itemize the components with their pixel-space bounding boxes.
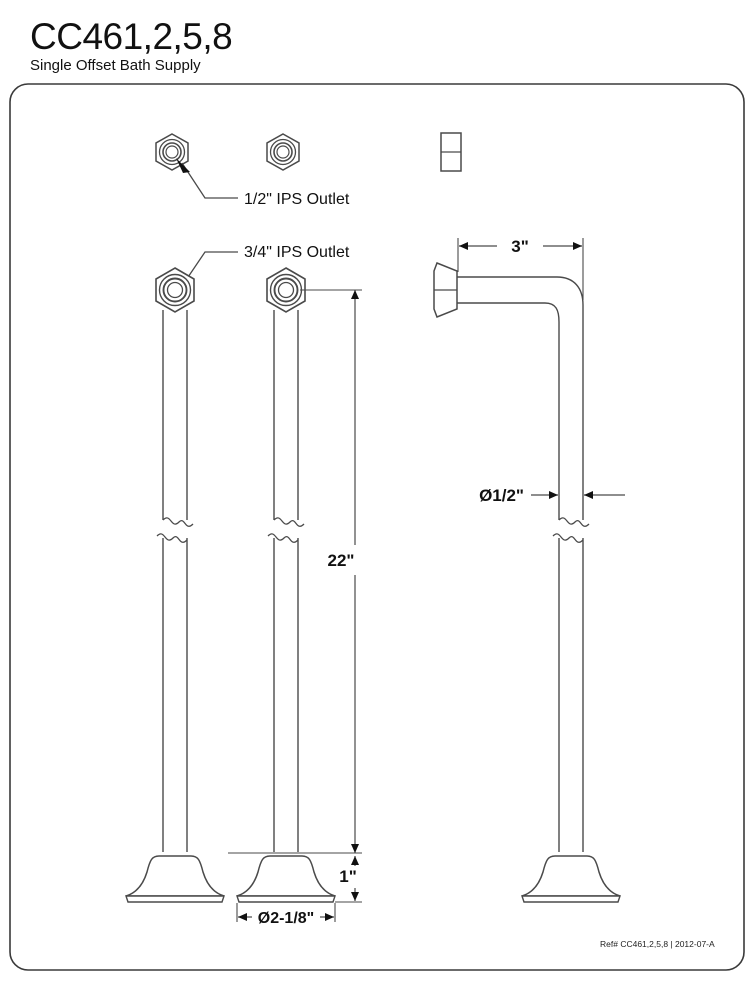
dimension-flange-height: 1"	[335, 856, 362, 903]
reference-label: Ref# CC461,2,5,8 | 2012-07-A	[600, 939, 715, 949]
supply-tube	[457, 276, 590, 852]
dimension-overall-height: 22"	[228, 289, 362, 854]
title-block: CC461,2,5,8 Single Offset Bath Supply	[30, 16, 530, 75]
nut-side-detail	[440, 132, 462, 172]
dimension-label-overall-height: 22"	[328, 551, 355, 570]
dimension-label-offset-length: 3"	[511, 237, 529, 256]
dimension-offset-length: 3"	[457, 237, 584, 300]
callout-label-half-ips: 1/2" IPS Outlet	[244, 191, 350, 208]
callout-half-ips: 1/2" IPS Outlet	[176, 158, 350, 208]
dimension-label-tube-diameter: Ø1/2"	[479, 486, 524, 505]
half-inch-hex-nut	[155, 133, 189, 171]
escutcheon-flange	[521, 855, 621, 903]
dimension-label-flange-diameter: Ø2-1/8"	[258, 910, 315, 927]
sheet-border	[9, 83, 745, 971]
escutcheon-flange	[236, 855, 336, 903]
three-quarter-inch-hex-nut	[433, 262, 458, 318]
callout-label-three-quarter-ips: 3/4" IPS Outlet	[244, 244, 350, 261]
dimension-label-flange-height: 1"	[339, 867, 357, 886]
page-subtitle: Single Offset Bath Supply	[30, 57, 201, 74]
three-quarter-inch-hex-nut	[266, 267, 306, 313]
side-offset-view	[433, 262, 621, 903]
callout-three-quarter-ips: 3/4" IPS Outlet	[176, 244, 350, 292]
three-quarter-inch-hex-nut	[155, 267, 195, 313]
dimension-flange-diameter: Ø2-1/8"	[236, 903, 336, 927]
page-title: CC461,2,5,8	[30, 16, 233, 57]
half-inch-hex-nut	[266, 133, 300, 171]
supply-tube	[267, 310, 305, 852]
supply-tube	[156, 310, 194, 852]
front-elevation-view	[125, 267, 336, 903]
dimension-tube-diameter: Ø1/2"	[479, 486, 625, 505]
escutcheon-flange	[125, 855, 225, 903]
